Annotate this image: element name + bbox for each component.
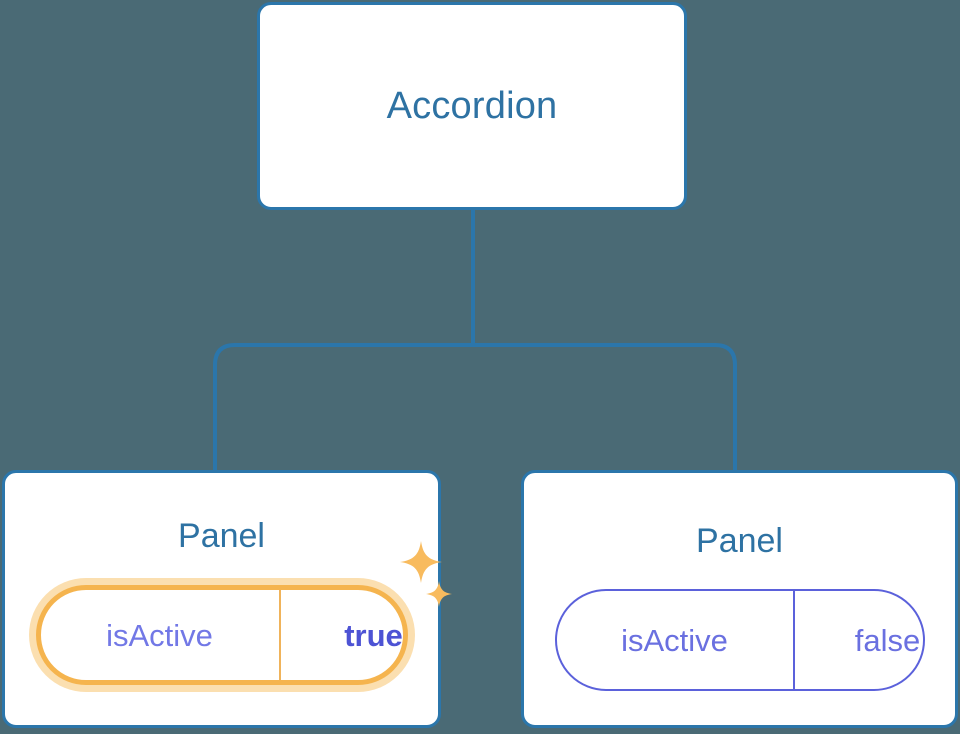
prop-pill-isactive-false[interactable]: isActive false xyxy=(554,589,925,691)
prop-key-label: isActive xyxy=(621,622,728,658)
node-accordion-label: Accordion xyxy=(386,85,558,127)
node-panel-right-label: Panel xyxy=(696,522,783,560)
connector-branch-right xyxy=(473,343,737,472)
node-panel-left[interactable]: Panel isActive true xyxy=(2,470,452,728)
node-panel-right[interactable]: Panel isActive false xyxy=(521,470,958,728)
prop-pill-highlight-wrapper: isActive true xyxy=(35,541,452,685)
prop-pill-isactive-true[interactable]: isActive true xyxy=(35,585,408,685)
node-accordion[interactable]: Accordion xyxy=(257,2,687,210)
node-panel-left-label: Panel xyxy=(178,517,265,555)
prop-key-label: isActive xyxy=(106,617,213,653)
prop-value-label: false xyxy=(792,591,960,689)
sparkle-four-point-icon xyxy=(399,541,442,583)
prop-value-label: true xyxy=(278,590,467,680)
connector-branch-left xyxy=(213,343,473,472)
